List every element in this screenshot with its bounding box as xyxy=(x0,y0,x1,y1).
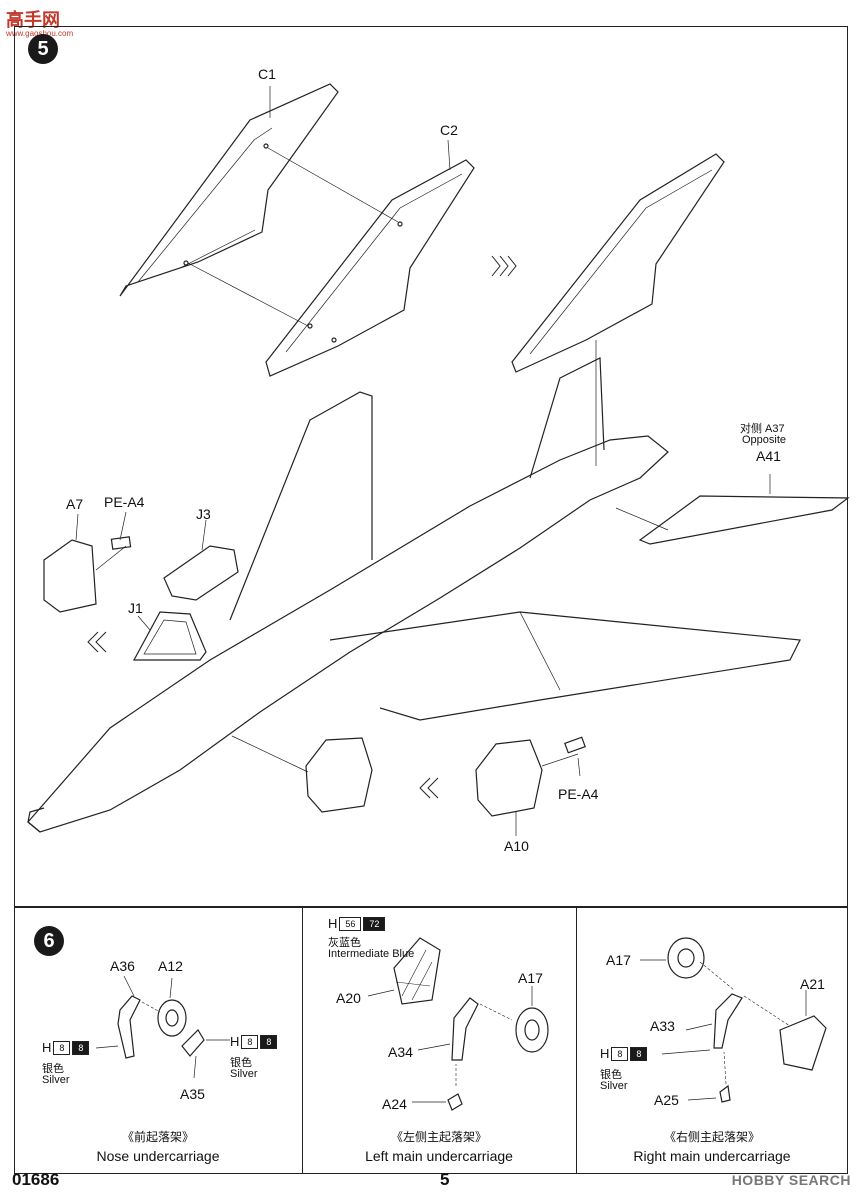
paint-name-cn: 银色 xyxy=(600,1069,622,1081)
caption-left-cn: 《左侧主起落架》 xyxy=(390,1130,487,1144)
paint-name-cn: 银色 xyxy=(230,1057,252,1069)
label-a24: A24 xyxy=(382,1096,407,1112)
paint-letter: H xyxy=(42,1040,52,1055)
nose-wheel xyxy=(157,999,187,1037)
paint-name-en: Silver xyxy=(230,1068,258,1080)
caption-right-en: Right main undercarriage xyxy=(633,1148,791,1164)
paint-code-dark: 72 xyxy=(363,916,386,931)
label-j1: J1 xyxy=(128,600,143,616)
step5-frame xyxy=(14,26,848,908)
left-gear-strut xyxy=(451,997,479,1061)
product-code: 01686 xyxy=(12,1170,60,1189)
watermark: HOBBY SEARCH xyxy=(731,1172,851,1188)
panel-divider-1 xyxy=(302,906,304,1174)
paint-code: 56 xyxy=(339,916,362,931)
label-a7: A7 xyxy=(66,496,84,512)
label-a17-left: A17 xyxy=(518,970,543,986)
label-opposite-en: Opposite xyxy=(742,434,787,446)
label-a41: A41 xyxy=(756,448,781,464)
canopy-j1 xyxy=(132,611,207,661)
label-pe-a4-top: PE-A4 xyxy=(104,494,145,510)
caption-right: 《右侧主起落架》 Right main undercarriage xyxy=(578,1128,846,1164)
paint-code-dark: 8 xyxy=(630,1046,648,1061)
part-a7 xyxy=(43,539,97,613)
panel-divider-2 xyxy=(576,906,578,1174)
part-a10 xyxy=(475,739,543,817)
canopy-j3 xyxy=(163,545,239,601)
site-logo: 高手网 www.gaoshou.com xyxy=(6,6,73,38)
paint-name-en: Silver xyxy=(42,1074,70,1086)
label-c1: C1 xyxy=(258,66,276,82)
right-wheel xyxy=(667,937,705,979)
label-j3: J3 xyxy=(196,506,211,522)
paint-letter: H xyxy=(328,916,338,931)
site-url: www.gaoshou.com xyxy=(6,29,73,38)
label-c2: C2 xyxy=(440,122,458,138)
label-a33: A33 xyxy=(650,1018,675,1034)
caption-right-cn: 《右侧主起落架》 xyxy=(663,1130,760,1144)
label-opposite-cn: 对侧 A37 xyxy=(740,423,785,435)
caption-left-en: Left main undercarriage xyxy=(365,1148,513,1164)
left-wheel xyxy=(515,1007,549,1053)
caption-left: 《左侧主起落架》 Left main undercarriage xyxy=(302,1128,576,1164)
right-gear-door xyxy=(779,1015,827,1071)
label-a34: A34 xyxy=(388,1044,413,1060)
paint-chip-left: H 56 72 xyxy=(328,916,386,931)
left-gear-door xyxy=(393,937,441,1005)
part-c1 xyxy=(119,83,339,297)
label-a17-right: A17 xyxy=(606,952,631,968)
label-pe-a4-bottom: PE-A4 xyxy=(558,786,599,802)
label-a35: A35 xyxy=(180,1086,205,1102)
stabilizer-a41 xyxy=(638,495,850,545)
step5-badge: 5 xyxy=(28,34,58,64)
paint-name-en: Silver xyxy=(600,1080,628,1092)
label-a36: A36 xyxy=(110,958,135,974)
label-a20: A20 xyxy=(336,990,361,1006)
paint-chip-nose-2: H 8 8 xyxy=(230,1034,278,1049)
vertical-fin xyxy=(229,391,373,621)
paint-chip-right: H 8 8 xyxy=(600,1046,648,1061)
part-c2 xyxy=(265,159,475,377)
paint-code: 8 xyxy=(241,1034,259,1049)
paint-name-cn: 灰蓝色 xyxy=(328,937,361,949)
paint-name-cn: 银色 xyxy=(42,1063,64,1075)
paint-code-dark: 8 xyxy=(72,1040,90,1055)
paint-code: 8 xyxy=(611,1046,629,1061)
paint-name-en: Intermediate Blue xyxy=(328,948,415,960)
paint-code: 8 xyxy=(53,1040,71,1055)
step6-badge: 6 xyxy=(34,926,64,956)
caption-nose-en: Nose undercarriage xyxy=(96,1148,220,1164)
step6-frame xyxy=(14,906,848,1174)
nose-gear-strut xyxy=(117,995,141,1059)
paint-letter: H xyxy=(600,1046,610,1061)
label-a25: A25 xyxy=(654,1092,679,1108)
fuselage xyxy=(27,435,669,833)
label-a12: A12 xyxy=(158,958,183,974)
label-a21: A21 xyxy=(800,976,825,992)
paint-letter: H xyxy=(230,1034,240,1049)
site-logo-text: 高手网 xyxy=(6,10,60,30)
assembled-tail xyxy=(511,153,725,373)
caption-nose-cn: 《前起落架》 xyxy=(121,1130,194,1144)
paint-code-dark: 8 xyxy=(260,1034,278,1049)
paint-chip-nose-1: H 8 8 xyxy=(42,1040,90,1055)
label-a10: A10 xyxy=(504,838,529,854)
caption-nose: 《前起落架》 Nose undercarriage xyxy=(14,1128,302,1164)
page-number: 5 xyxy=(440,1170,450,1189)
right-gear-strut xyxy=(713,993,743,1049)
